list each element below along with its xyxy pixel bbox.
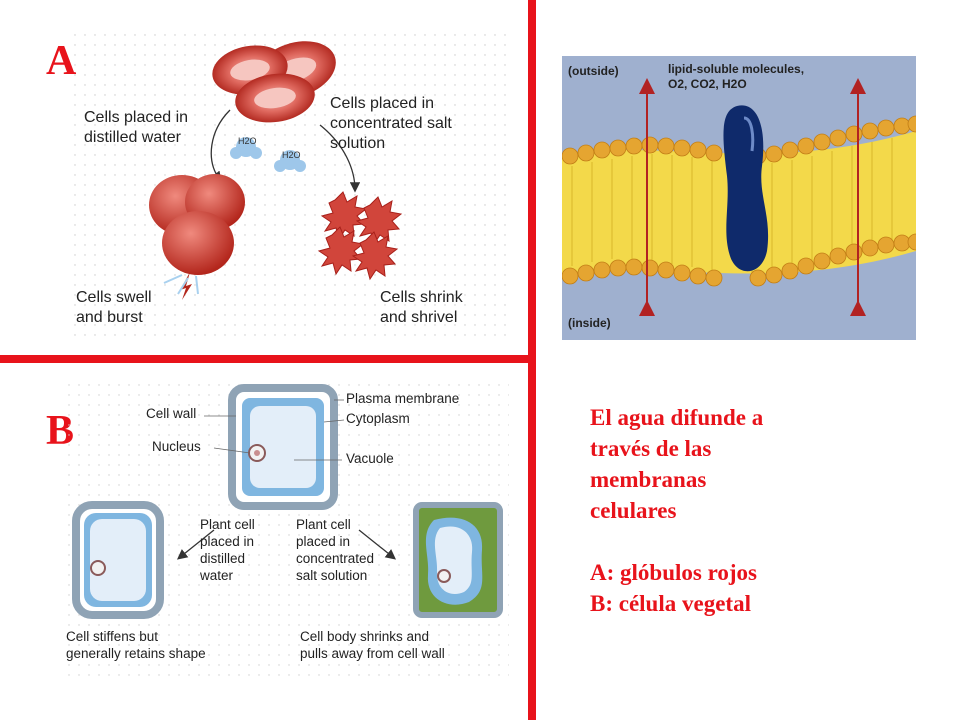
caption-line-4: celulares — [590, 498, 677, 523]
water-molecule-1 — [230, 137, 262, 159]
caption-line-5: A: glóbulos rojos — [590, 560, 757, 585]
caption-line-6: B: célula vegetal — [590, 591, 751, 616]
label-cell-wall: Cell wall — [146, 406, 197, 421]
label-distilled-water: Cells placed in distilled water — [84, 109, 189, 146]
caption-line-2: través de las — [590, 436, 712, 461]
label-shrink-shrivel: Cells shrink and shrivel — [380, 289, 463, 326]
plasmolyzed-plant-cell — [413, 502, 503, 618]
h2o-label-2: H2O — [282, 150, 301, 160]
label-swell-burst: Cells swell and burst — [76, 289, 152, 326]
horizontal-divider — [0, 355, 532, 363]
label-plant-salt: Plant cell placed in concentrated salt s… — [296, 517, 375, 583]
swollen-rbc-group — [149, 174, 245, 300]
normal-rbc-group — [212, 41, 336, 123]
label-vacuole: Vacuole — [346, 451, 394, 466]
membrane-molecules-label: lipid-soluble molecules, O2, CO2, H2O — [668, 62, 805, 91]
h2o-label-1: H2O — [238, 136, 257, 146]
label-cytoplasm: Cytoplasm — [346, 411, 410, 426]
normal-plant-cell — [228, 384, 338, 510]
label-salt-solution: Cells placed in concentrated salt soluti… — [330, 95, 452, 152]
turgid-plant-cell — [72, 501, 164, 619]
shriveled-rbc-group — [317, 191, 403, 281]
caption-line-3: membranas — [590, 467, 707, 492]
vertical-divider — [528, 0, 536, 720]
caption: El agua difunde a través de las membrana… — [590, 402, 910, 619]
caption-line-1: El agua difunde a — [590, 405, 764, 430]
label-nucleus: Nucleus — [152, 439, 201, 454]
plant-cell-figure — [64, 380, 509, 680]
label-plant-distilled: Plant cell placed in distilled water — [200, 517, 255, 583]
label-shrinks: Cell body shrinks and pulls away from ce… — [300, 629, 445, 661]
rbc-figure: H2O H2O — [70, 30, 510, 340]
label-plasma-membrane: Plasma membrane — [346, 391, 460, 406]
membrane-inside-label: (inside) — [568, 316, 611, 330]
membrane-outside-label: (outside) — [568, 64, 619, 78]
membrane-figure — [562, 56, 916, 340]
water-molecule-2 — [274, 150, 306, 172]
label-stiffens: Cell stiffens but generally retains shap… — [66, 629, 206, 661]
